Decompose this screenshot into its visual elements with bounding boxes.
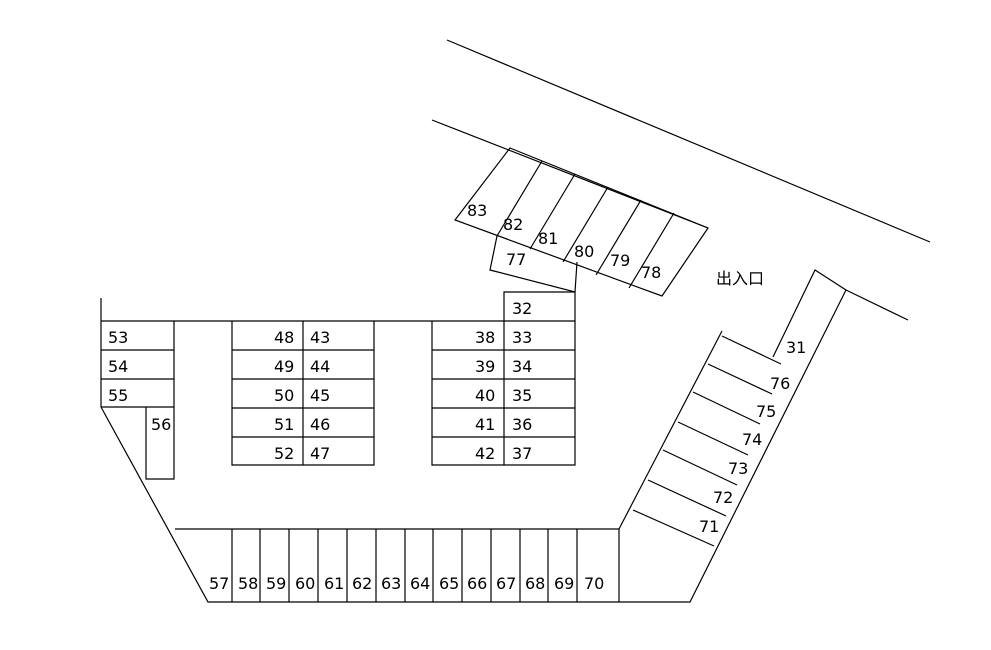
space-37: 37: [512, 444, 532, 463]
rotated-parking-row: 83 82 81 80 79 78: [454, 147, 709, 297]
space-55: 55: [108, 386, 128, 405]
diagonal-row: 31 76 75 74 73 72 71: [618, 330, 806, 547]
space-67: 67: [496, 574, 516, 593]
rotated-divider: [595, 199, 642, 276]
space-66: 66: [467, 574, 487, 593]
space-60: 60: [295, 574, 315, 593]
road-edge-entrance-right: [845, 289, 909, 321]
middle-block: 48 43 49 44 50 45 51 46 52 47: [231, 321, 375, 466]
rotated-divider: [496, 160, 543, 237]
space-77-outline: [489, 235, 578, 293]
space-47: 47: [310, 444, 330, 463]
right-block: 38 33 39 34 40 35 41 36 42 37: [431, 321, 576, 466]
space-62: 62: [352, 574, 372, 593]
space-33: 33: [512, 328, 532, 347]
space-52: 52: [274, 444, 294, 463]
space-81: 81: [538, 229, 558, 248]
space-63: 63: [381, 574, 401, 593]
space-42: 42: [475, 444, 495, 463]
space-50: 50: [274, 386, 294, 405]
space-57: 57: [209, 574, 229, 593]
space-34: 34: [512, 357, 532, 376]
entrance-label: 出入口: [716, 269, 764, 288]
space-73: 73: [728, 459, 748, 478]
left-column: 53 54 55: [101, 321, 175, 408]
space-76: 76: [770, 374, 790, 393]
space-74: 74: [742, 430, 762, 449]
space-69: 69: [554, 574, 574, 593]
space-59: 59: [266, 574, 286, 593]
space-80: 80: [574, 242, 594, 261]
space-41: 41: [475, 415, 495, 434]
space-36: 36: [512, 415, 532, 434]
space-45: 45: [310, 386, 330, 405]
space-78: 78: [641, 263, 661, 282]
space-39: 39: [475, 357, 495, 376]
space-51: 51: [274, 415, 294, 434]
space-64: 64: [410, 574, 430, 593]
space-53: 53: [108, 328, 128, 347]
space-72: 72: [713, 488, 733, 507]
space-68: 68: [525, 574, 545, 593]
rotated-divider: [529, 173, 576, 250]
rotated-divider: [628, 212, 675, 289]
rotated-divider: [562, 186, 609, 263]
space-38: 38: [475, 328, 495, 347]
space-82: 82: [503, 215, 523, 234]
lot-outer-boundary: [100, 269, 847, 603]
space-48: 48: [274, 328, 294, 347]
space-43: 43: [310, 328, 330, 347]
space-79: 79: [610, 251, 630, 270]
space-40: 40: [475, 386, 495, 405]
space-77: 77: [506, 250, 526, 269]
rotated-row-outline: [454, 147, 709, 297]
diagonal-row-inner-edge: [618, 330, 723, 530]
space-56-outline: [145, 407, 175, 480]
space-70: 70: [584, 574, 604, 593]
space-65: 65: [439, 574, 459, 593]
space-54: 54: [108, 357, 128, 376]
space-75: 75: [756, 402, 776, 421]
space-46: 46: [310, 415, 330, 434]
space-44: 44: [310, 357, 330, 376]
space-58: 58: [238, 574, 258, 593]
road-edge-outer: [446, 39, 931, 243]
space-35: 35: [512, 386, 532, 405]
space-83: 83: [467, 201, 487, 220]
bottom-row: 57 58 59 60 61 62 63 64 65 66 67 68 69 7…: [175, 528, 620, 602]
space-49: 49: [274, 357, 294, 376]
space-32: 32: [512, 299, 532, 318]
space-56: 56: [151, 415, 171, 434]
space-31: 31: [786, 338, 806, 357]
space-71: 71: [699, 517, 719, 536]
space-61: 61: [324, 574, 344, 593]
